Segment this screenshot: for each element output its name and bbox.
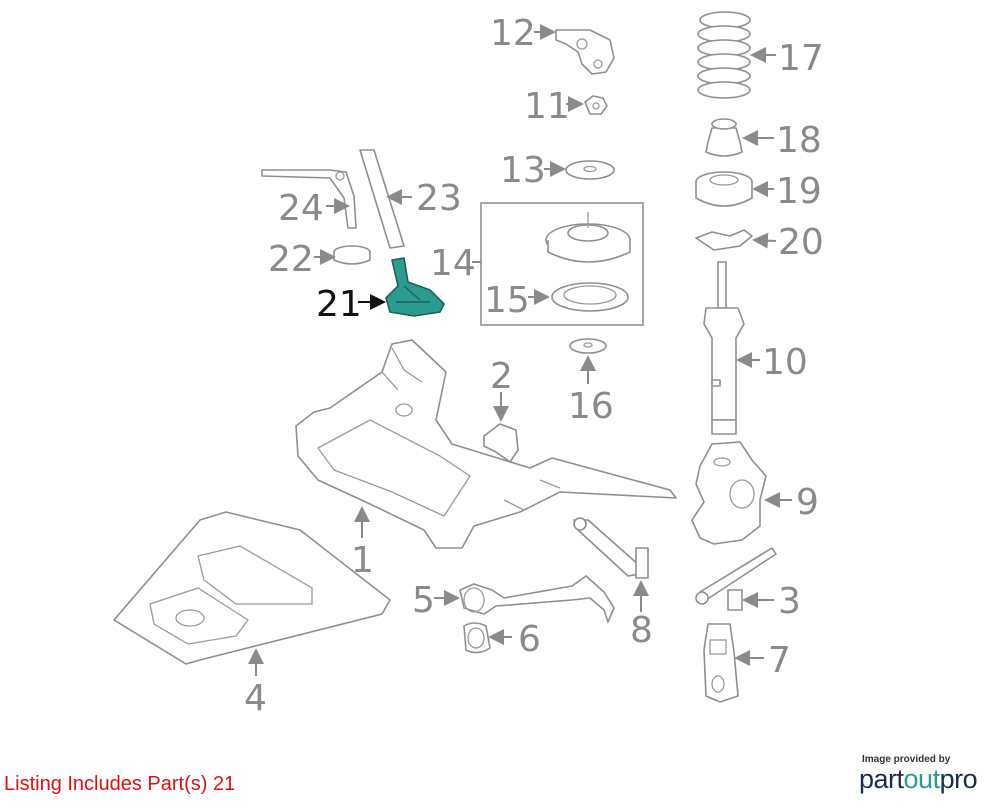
- part-1-subframe: [295, 339, 677, 549]
- part-16-washer: [569, 338, 607, 354]
- callout-labels: 12 11 13 14 15 16 17 18 19 20 10 9 3 7 2…: [244, 13, 824, 719]
- part-22-cap: [333, 245, 371, 265]
- part-14-strut-mount: [545, 212, 631, 263]
- image-credit: Image provided by: [862, 754, 951, 765]
- part-12-sensor: [555, 29, 615, 75]
- callout-17: 17: [778, 38, 824, 79]
- part-20-spring-seat: [695, 229, 753, 251]
- part-17-coil-spring: [697, 11, 751, 99]
- leader-lines: [248, 24, 792, 676]
- callout-24: 24: [278, 188, 324, 229]
- part-21-support-highlighted: [385, 257, 445, 317]
- part-5-control-arm: [459, 575, 615, 623]
- callout-19: 19: [776, 171, 822, 212]
- logo-out: out: [903, 764, 941, 794]
- part-18-bump-stop: [705, 118, 743, 157]
- callout-22: 22: [268, 239, 314, 280]
- callout-10: 10: [762, 342, 808, 383]
- part-8-strut-rod: [573, 517, 649, 579]
- part-11-nut: [584, 95, 608, 115]
- part-4-underbody-panel: [113, 511, 391, 665]
- callout-2: 2: [490, 356, 513, 397]
- callout-3: 3: [778, 581, 801, 622]
- part-23-rail: [359, 149, 405, 249]
- part-3-tie-rod: [695, 547, 777, 611]
- part-15-bearing: [551, 282, 629, 312]
- part-6-bushing: [463, 622, 491, 654]
- callout-9: 9: [796, 482, 819, 523]
- logo-pro: pro: [939, 764, 978, 794]
- callout-12: 12: [490, 13, 536, 54]
- part-9-knuckle: [691, 441, 767, 545]
- callout-21-highlighted: 21: [316, 284, 362, 325]
- part-19-spring-pad: [695, 171, 753, 207]
- part-13-washer: [565, 160, 615, 180]
- callout-14: 14: [430, 243, 476, 284]
- part-10-strut: [703, 261, 745, 435]
- callout-1: 1: [351, 540, 374, 581]
- callout-8: 8: [630, 610, 653, 651]
- callout-5: 5: [412, 580, 435, 621]
- callout-6: 6: [518, 619, 541, 660]
- callout-4: 4: [244, 678, 267, 719]
- callout-11: 11: [524, 86, 570, 127]
- part-14-group-box: [480, 202, 644, 326]
- listing-caption: Listing Includes Part(s) 21: [4, 773, 236, 795]
- callout-13: 13: [500, 150, 546, 191]
- callout-15: 15: [484, 280, 530, 321]
- callout-16: 16: [568, 386, 614, 427]
- callout-7: 7: [768, 640, 791, 681]
- partoutpro-logo[interactable]: partoutpro: [859, 764, 978, 795]
- part-7-bracket: [703, 623, 739, 703]
- logo-part: part: [859, 764, 904, 794]
- callout-23: 23: [416, 178, 462, 219]
- callout-18: 18: [776, 120, 822, 161]
- callout-20: 20: [778, 222, 824, 263]
- part-24-arm: [261, 169, 357, 229]
- part-2-bracket: [483, 423, 519, 463]
